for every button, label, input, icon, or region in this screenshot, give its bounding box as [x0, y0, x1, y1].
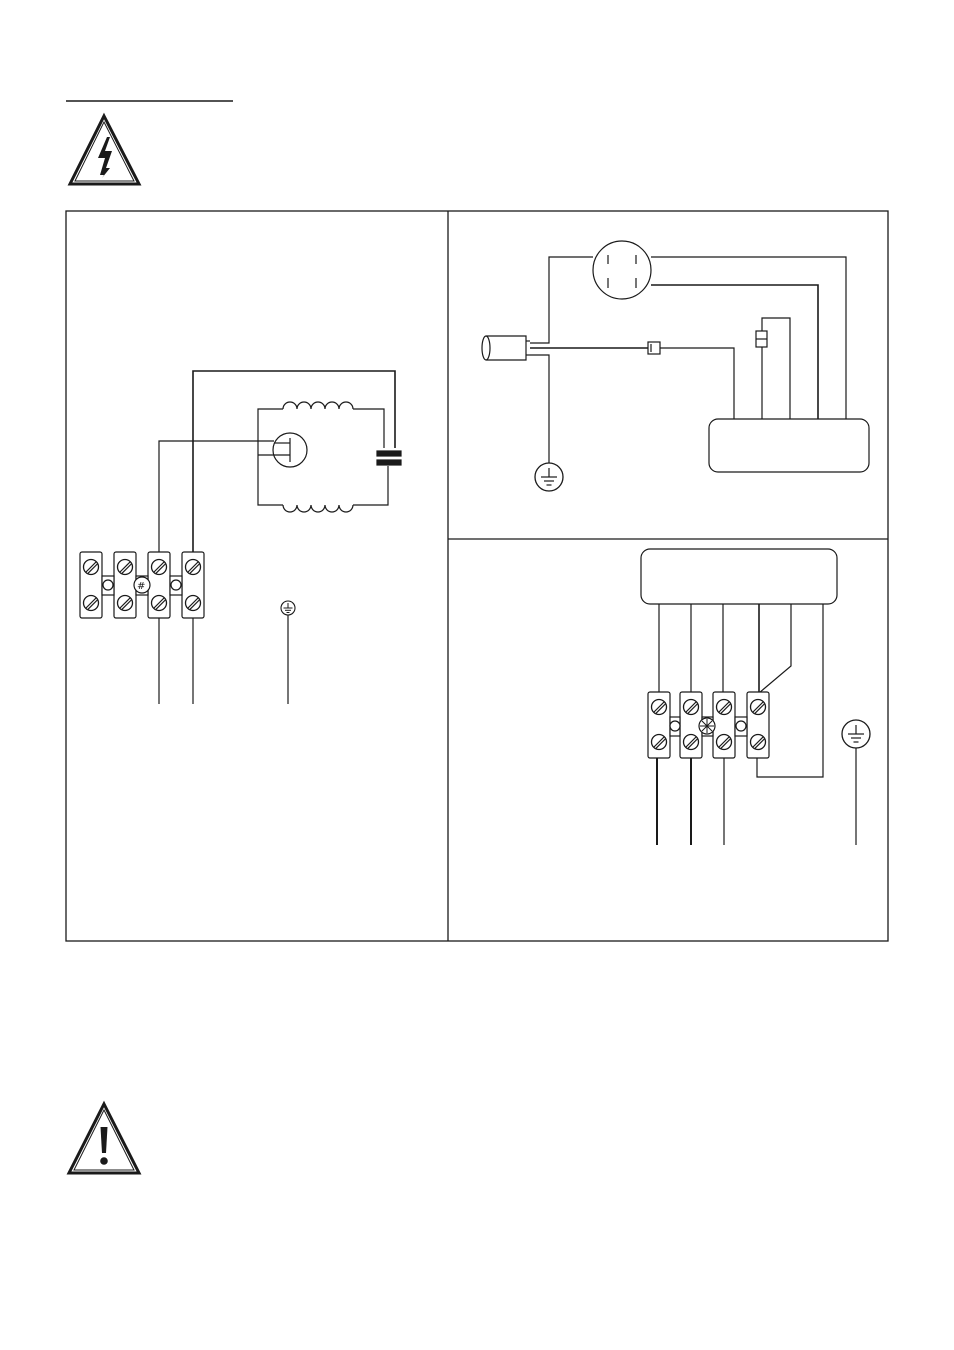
control-wiring-diagram [482, 241, 869, 472]
module-box-bottom [641, 549, 837, 604]
svg-text:#: # [137, 581, 145, 592]
rotary-switch [593, 241, 651, 299]
coil-top [283, 402, 353, 409]
terminal-block-wiring-diagram [641, 549, 856, 845]
wire-switch-to-cable [530, 257, 593, 343]
ground-symbol-icon [281, 601, 295, 615]
wire-terminal3-to-motor [159, 441, 274, 553]
capacitor-plate-top [377, 451, 401, 456]
caution-exclamation-icon [69, 1104, 139, 1173]
capacitor-plate-bottom [377, 460, 401, 465]
control-module-box [709, 419, 869, 472]
ground-symbol-icon-right [535, 463, 563, 491]
wire-cable-to-ground [530, 355, 549, 463]
inline-connector [648, 342, 660, 354]
terminal-block-right [648, 692, 769, 758]
electrical-hazard-icon [70, 116, 139, 184]
ground-symbol-icon-bottom [842, 720, 870, 748]
coil-bottom [283, 505, 353, 512]
motor-wiring-diagram: # [80, 371, 401, 704]
wire-switch-outer [651, 257, 846, 419]
terminal-block-left: # [80, 552, 204, 618]
mains-cable [486, 336, 526, 360]
